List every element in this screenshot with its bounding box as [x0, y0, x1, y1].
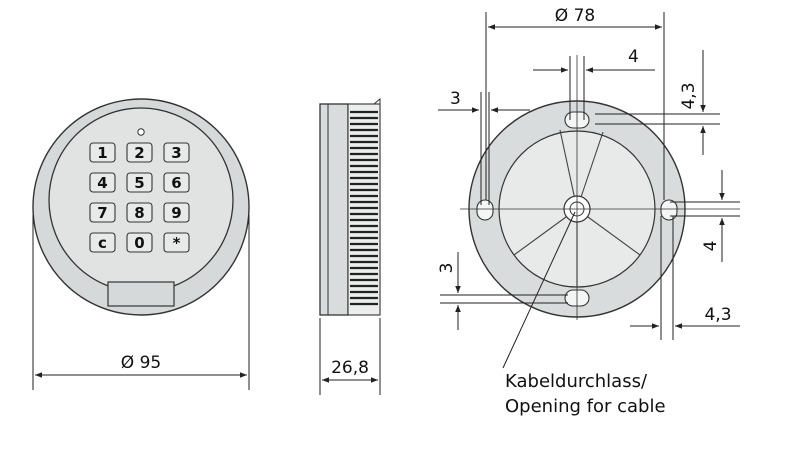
slot-right [660, 199, 678, 221]
caption-line-2: Opening for cable [505, 396, 666, 417]
side-cooling-fins [350, 110, 378, 306]
key-star: * [163, 232, 190, 253]
side-depth-label: 26,8 [331, 358, 369, 378]
rear-left-top-label: 3 [450, 89, 461, 109]
rear-bottom-right-dimension [630, 216, 740, 340]
rear-top-slot-width-dimension [533, 56, 655, 120]
keypad: 1 2 3 4 5 6 7 8 9 c 0 * [89, 142, 190, 253]
key-label: 6 [171, 174, 181, 192]
key-label: 5 [134, 174, 144, 192]
key-label: 7 [97, 204, 107, 222]
side-view [319, 97, 381, 316]
front-view: 1 2 3 4 5 6 7 8 9 c 0 * [32, 98, 250, 316]
key-label: 1 [97, 144, 107, 162]
key-4: 4 [89, 172, 116, 193]
key-1: 1 [89, 142, 116, 163]
key-3: 3 [163, 142, 190, 163]
key-0: 0 [126, 232, 153, 253]
key-9: 9 [163, 202, 190, 223]
slot-left [476, 199, 494, 221]
rear-top-right-label: 4,3 [679, 82, 699, 109]
rear-diameter-dimension [485, 12, 665, 200]
rear-left-top-dimension [438, 92, 530, 205]
front-base-tab [107, 281, 175, 307]
side-body [319, 103, 349, 316]
key-label: c [98, 234, 107, 252]
rear-top-slot-width-label: 4 [628, 47, 639, 67]
key-label: 0 [134, 234, 144, 252]
rear-left-bottom-label: 3 [437, 263, 457, 274]
key-label: 3 [171, 144, 181, 162]
key-c: c [89, 232, 116, 253]
key-label: * [173, 234, 181, 252]
key-label: 4 [97, 174, 107, 192]
rear-view [460, 55, 740, 320]
side-depth-dimension [319, 318, 381, 395]
key-label: 9 [171, 204, 181, 222]
front-diameter-dimension [32, 215, 250, 390]
status-led [137, 128, 145, 136]
rear-right-slot-dimension [670, 170, 740, 262]
key-label: 2 [134, 144, 144, 162]
key-8: 8 [126, 202, 153, 223]
key-5: 5 [126, 172, 153, 193]
key-label: 8 [134, 204, 144, 222]
rear-left-bottom-dimension [440, 252, 568, 330]
rear-top-right-dimension [595, 50, 720, 155]
caption-line-1: Kabeldurchlass/ [505, 371, 648, 392]
key-7: 7 [89, 202, 116, 223]
rear-bottom-right-label: 4,3 [704, 305, 731, 325]
rear-right-slot-label: 4 [701, 241, 721, 252]
rear-diameter-label: Ø 78 [555, 6, 595, 26]
front-diameter-label: Ø 95 [121, 353, 161, 373]
cable-leader-line [502, 211, 576, 369]
key-6: 6 [163, 172, 190, 193]
key-2: 2 [126, 142, 153, 163]
